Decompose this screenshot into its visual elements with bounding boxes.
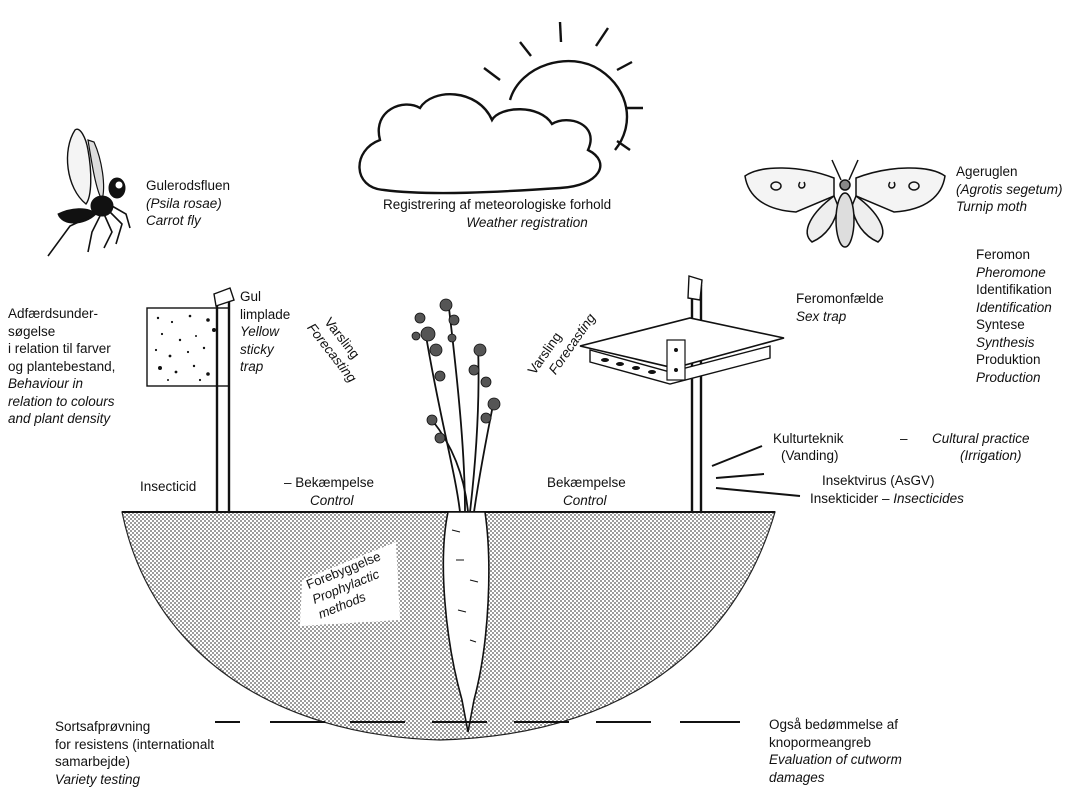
cutworm-en: Evaluation of cutworm — [769, 751, 902, 769]
behaviour-en: Behaviour in — [8, 375, 115, 393]
control-right-label: Bekæmpelse Control — [547, 474, 626, 509]
sticky-trap-en3: trap — [240, 358, 290, 376]
cultural-dash: – — [900, 430, 908, 448]
carrot-fly-en: Carrot fly — [146, 212, 230, 230]
weather-label-en: Weather registration — [443, 214, 611, 232]
turnip-moth-label: Ageruglen (Agrotis segetum) Turnip moth — [956, 163, 1063, 216]
turnip-moth-latin: (Agrotis segetum) — [956, 181, 1063, 199]
sex-trap-da: Feromonfælde — [796, 290, 884, 308]
cultural-da2: (Vanding) — [781, 447, 839, 465]
pheromone-item: Production — [976, 369, 1052, 387]
sticky-trap-en2: sticky — [240, 341, 290, 359]
control-right-en: Control — [563, 492, 626, 510]
insecticides-label: Insekticider – Insecticides — [810, 490, 964, 508]
carrot-fly-da: Gulerodsfluen — [146, 177, 230, 195]
control-left-label: – Bekæmpelse Control — [284, 474, 374, 509]
pheromone-item: Produktion — [976, 351, 1052, 369]
insecticides-da: Insekticider – — [810, 491, 893, 506]
pheromone-list: Feromon Pheromone Identifikation Identif… — [976, 246, 1052, 386]
variety-testing-label: Sortsafprøvning for resistens (internati… — [55, 718, 214, 788]
control-right-da: Bekæmpelse — [547, 474, 626, 492]
sex-trap-en: Sex trap — [796, 308, 884, 326]
cultural-da1: Kulturteknik — [773, 430, 844, 448]
insecticid-label: Insecticid — [140, 478, 196, 496]
sex-trap-label: Feromonfælde Sex trap — [796, 290, 884, 325]
variety-da: Sortsafprøvning — [55, 718, 214, 736]
cultural-en2: (Irrigation) — [960, 447, 1022, 465]
cutworm-da: Også bedømmelse af — [769, 716, 902, 734]
cloud-icon — [359, 94, 600, 193]
carrot-fly-latin: (Psila rosae) — [146, 195, 230, 213]
insecticides-en: Insecticides — [893, 491, 964, 506]
turnip-moth-da: Ageruglen — [956, 163, 1063, 181]
behaviour-en: and plant density — [8, 410, 115, 428]
sticky-trap-en1: Yellow — [240, 323, 290, 341]
turnip-moth-icon — [745, 160, 945, 247]
pheromone-item: Pheromone — [976, 264, 1052, 282]
sticky-trap-label: Gul limplade Yellow sticky trap — [240, 288, 290, 376]
behaviour-label: Adfærdsunder- søgelse i relation til far… — [8, 305, 115, 428]
pheromone-item: Identifikation — [976, 281, 1052, 299]
carrot-fly-icon — [48, 129, 130, 256]
behaviour-da: i relation til farver — [8, 340, 115, 358]
pheromone-item: Identification — [976, 299, 1052, 317]
weather-label: Registrering af meteorologiske forhold W… — [383, 196, 611, 231]
behaviour-da: søgelse — [8, 323, 115, 341]
cutworm-da: knopormeangreb — [769, 734, 902, 752]
control-left-da: – Bekæmpelse — [284, 474, 374, 492]
behaviour-da: og plantebestand, — [8, 358, 115, 376]
sticky-trap-da2: limplade — [240, 306, 290, 324]
carrot-fly-label: Gulerodsfluen (Psila rosae) Carrot fly — [146, 177, 230, 230]
pheromone-item: Feromon — [976, 246, 1052, 264]
pheromone-item: Synthesis — [976, 334, 1052, 352]
variety-da: samarbejde) — [55, 753, 214, 771]
cutworm-label: Også bedømmelse af knopormeangreb Evalua… — [769, 716, 902, 786]
turnip-moth-en: Turnip moth — [956, 198, 1063, 216]
variety-en: Variety testing — [55, 771, 214, 789]
behaviour-da: Adfærdsunder- — [8, 305, 115, 323]
pheromone-item: Syntese — [976, 316, 1052, 334]
variety-da: for resistens (internationalt — [55, 736, 214, 754]
behaviour-en: relation to colours — [8, 393, 115, 411]
insect-virus-label: Insektvirus (AsGV) — [822, 472, 935, 490]
control-left-en: Control — [310, 492, 374, 510]
cultural-en1: Cultural practice — [932, 430, 1030, 448]
sticky-trap-da1: Gul — [240, 288, 290, 306]
weather-label-da: Registrering af meteorologiske forhold — [383, 196, 611, 214]
cutworm-en: damages — [769, 769, 902, 787]
